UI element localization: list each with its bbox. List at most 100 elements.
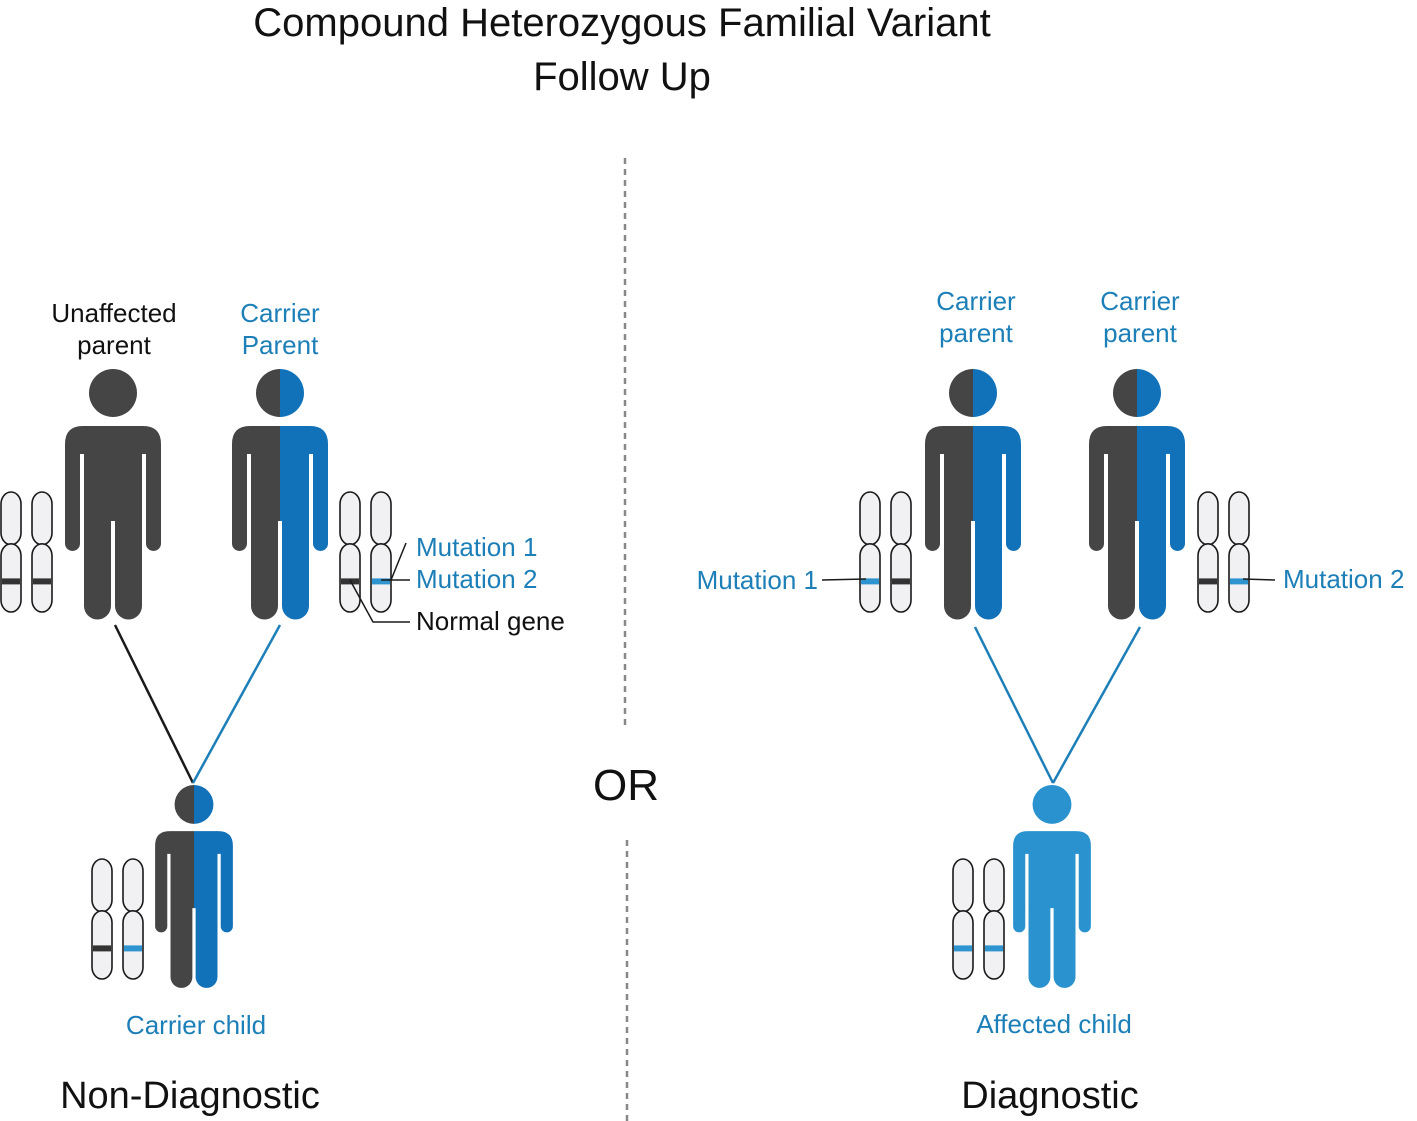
- legend-normal-gene: Normal gene: [416, 606, 565, 636]
- chromosome-p-arm: [91, 858, 113, 913]
- mutation-band: [124, 945, 142, 952]
- body-right-half: [1137, 426, 1185, 620]
- carrier-parent-2-figure: [1089, 369, 1185, 620]
- carrier-child-chromosomes: [91, 858, 144, 980]
- unaffected-parent-figure: [65, 369, 161, 620]
- head-left-half: [89, 369, 113, 417]
- chromosome-q-arm: [1197, 542, 1219, 613]
- lineage-line-unaffected: [113, 624, 195, 784]
- mutation-band: [985, 945, 1003, 952]
- carrier-parent-1-label-2: parent: [939, 318, 1013, 348]
- affected-child-label: Affected child: [976, 1009, 1132, 1039]
- chromosome-p-arm: [983, 858, 1005, 913]
- carrier-child-label: Carrier child: [126, 1010, 266, 1040]
- chromosome: [1197, 491, 1219, 613]
- left-half: [1089, 369, 1137, 620]
- chromosome-p-arm: [1197, 491, 1219, 546]
- mutation1-callout-line: [821, 578, 867, 581]
- carrier-parent-1-figure: [925, 369, 1021, 620]
- right-half: [973, 369, 1021, 620]
- or-label: OR: [593, 761, 659, 810]
- right-half: [1137, 369, 1185, 620]
- chromosome-q-arm: [31, 542, 53, 613]
- chromosome-q-arm: [890, 542, 912, 613]
- title-line-2: Follow Up: [533, 55, 711, 99]
- right-half: [194, 785, 233, 988]
- body-left-half: [1089, 426, 1137, 620]
- chromosome-q-arm: [1228, 542, 1250, 613]
- body-right-half: [194, 831, 233, 988]
- chromosome: [1228, 491, 1250, 613]
- normal-gene-band: [2, 578, 20, 585]
- lineage-line-carrier-1: [973, 626, 1055, 784]
- head-left-half: [949, 369, 973, 417]
- normal-gene-leader-line: [349, 579, 410, 623]
- chromosome: [859, 491, 881, 613]
- normal-gene-band: [93, 945, 111, 952]
- chromosome-q-arm: [859, 542, 881, 613]
- carrier-parent-label-2: Parent: [242, 330, 319, 360]
- chromosome-p-arm: [859, 491, 881, 546]
- body-icon: [1013, 831, 1091, 988]
- mutation2-callout-line: [1242, 578, 1276, 581]
- mutation-band: [954, 945, 972, 952]
- mutation-band: [1230, 578, 1248, 585]
- normal-gene-band: [1199, 578, 1217, 585]
- head-icon: [1032, 785, 1072, 824]
- chromosome-p-arm: [339, 491, 361, 546]
- right-half: [280, 369, 328, 620]
- head-right-half: [280, 369, 304, 417]
- chromosome-p-arm: [31, 491, 53, 546]
- body-left-half: [925, 426, 973, 620]
- carrier-parent-1-chromosomes: [859, 491, 912, 613]
- right-panel: Carrier parent Carrier parent Mutation 1…: [697, 286, 1405, 1117]
- chromosome: [122, 858, 144, 980]
- left-half: [155, 785, 194, 988]
- left-half: [65, 369, 113, 620]
- left-half: [925, 369, 973, 620]
- chromosome-p-arm: [122, 858, 144, 913]
- left-panel: Unaffected parent Carrier Parent Mutatio…: [0, 298, 565, 1117]
- carrier-parent-2-chromosomes: [1197, 491, 1250, 613]
- mutation-band: [372, 578, 390, 585]
- carrier-parent-1-label-1: Carrier: [936, 286, 1016, 316]
- head-right-half: [113, 369, 137, 417]
- mutation-2-callout: Mutation 2: [1283, 564, 1404, 594]
- chromosome: [952, 858, 974, 980]
- unaffected-parent-label-1: Unaffected: [51, 298, 176, 328]
- head-right-half: [194, 785, 214, 824]
- chromosome-p-arm: [0, 491, 22, 546]
- left-half: [232, 369, 280, 620]
- head-left-half: [1113, 369, 1137, 417]
- head-left-half: [174, 785, 194, 824]
- chromosome-q-arm: [339, 542, 361, 613]
- body-left-half: [155, 831, 194, 988]
- carrier-child-figure: [155, 785, 233, 988]
- diagnostic-label: Diagnostic: [961, 1075, 1138, 1117]
- chromosome-p-arm: [1228, 491, 1250, 546]
- unaffected-parent-chromosomes: [0, 491, 53, 613]
- non-diagnostic-label: Non-Diagnostic: [60, 1075, 320, 1117]
- mutation-band: [861, 578, 879, 585]
- chromosome: [370, 491, 392, 613]
- body-right-half: [280, 426, 328, 620]
- chromosome: [890, 491, 912, 613]
- chromosome-p-arm: [952, 858, 974, 913]
- carrier-parent-label-1: Carrier: [240, 298, 320, 328]
- chromosome: [0, 491, 22, 613]
- body-right-half: [113, 426, 161, 620]
- lineage-line-carrier: [191, 624, 282, 784]
- carrier-parent-2-label-2: parent: [1103, 318, 1177, 348]
- legend-mutation-2: Mutation 2: [416, 564, 537, 594]
- unaffected-parent-label-2: parent: [77, 330, 151, 360]
- legend-mutation-1: Mutation 1: [416, 532, 537, 562]
- chromosome-q-arm: [983, 909, 1005, 980]
- right-half: [113, 369, 161, 620]
- chromosome-p-arm: [890, 491, 912, 546]
- chromosome-q-arm: [370, 542, 392, 613]
- head-right-half: [1137, 369, 1161, 417]
- lineage-line-carrier-2: [1051, 626, 1142, 784]
- affected-child-chromosomes: [952, 858, 1005, 980]
- chromosome: [91, 858, 113, 980]
